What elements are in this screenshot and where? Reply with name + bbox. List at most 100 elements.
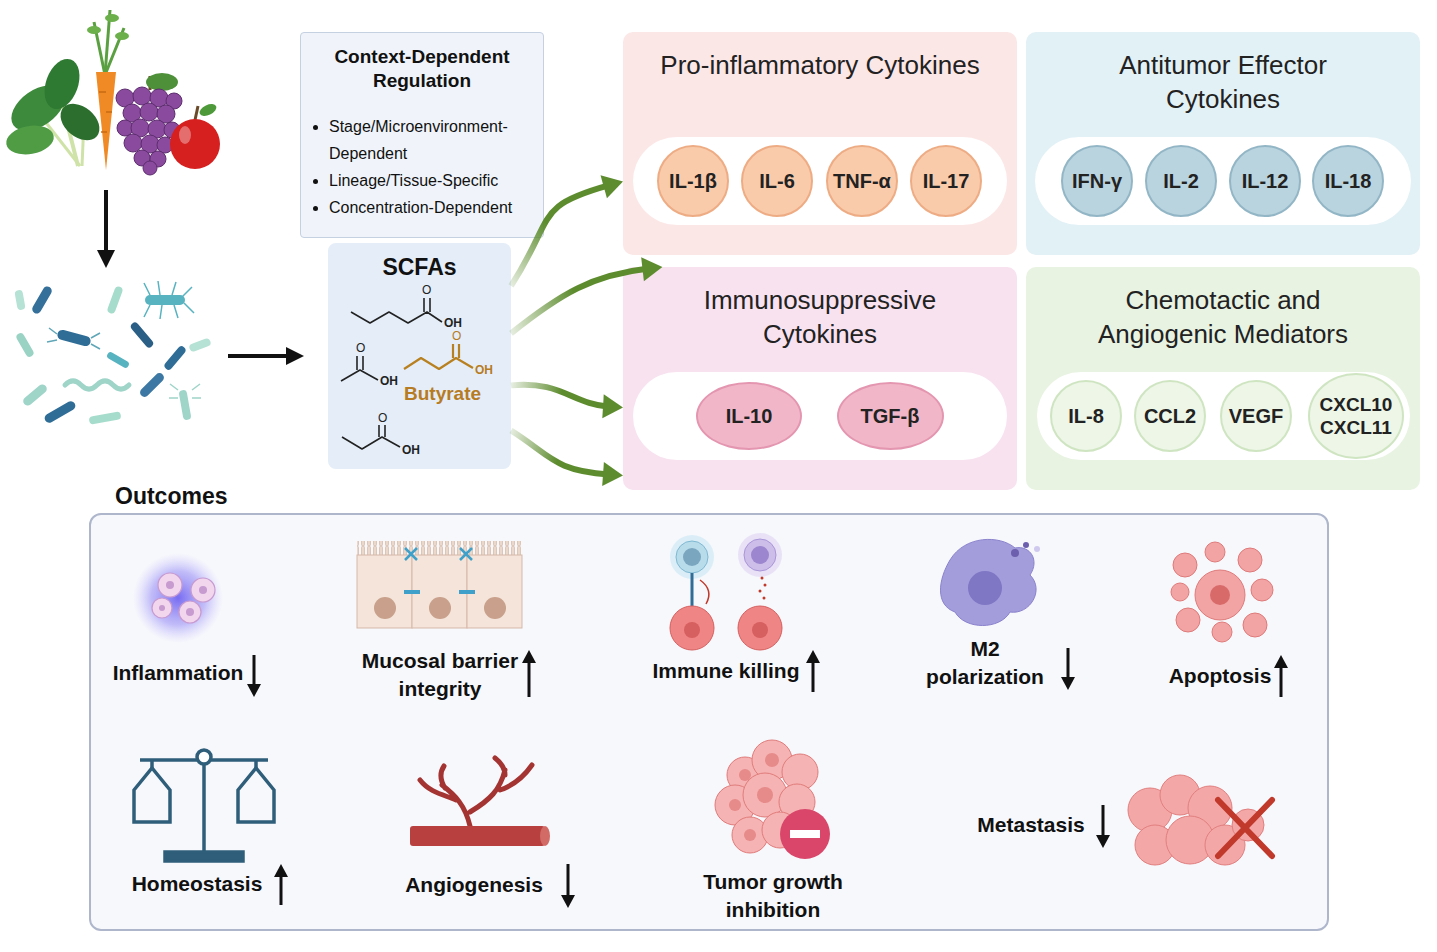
- vegetables-illustration: [101, 131, 107, 133]
- panel-title: Immunosuppressive Cytokines: [660, 283, 980, 351]
- cytokine-circle: IL-6: [741, 145, 813, 217]
- vegetables-illustration: [198, 102, 219, 119]
- cytokine-name: IL-18: [1325, 169, 1372, 193]
- vegetables-illustration: [124, 134, 142, 152]
- category-panel: Immunosuppressive CytokinesIL-10 TGF-β: [623, 267, 1017, 490]
- note-box: Context-Dependent RegulationStage/Microe…: [300, 32, 544, 238]
- atom-label: OH: [444, 316, 462, 331]
- vegetables-illustration: [143, 161, 157, 175]
- bacteria-illustration: [138, 371, 166, 399]
- bacteria-illustration: [65, 381, 129, 389]
- vegetables-illustration: [115, 32, 129, 40]
- panel-title: Chemotactic and Angiogenic Mediators: [1063, 283, 1383, 351]
- flow-connector: [511, 431, 623, 486]
- flow-arrow: [97, 190, 304, 365]
- cytokine-circle: IL-2: [1145, 145, 1217, 217]
- bacteria-illustration: [188, 337, 211, 352]
- atom-label: OH: [402, 443, 420, 458]
- cytokine-circle: IL-8: [1050, 380, 1122, 452]
- category-panel: Chemotactic and Angiogenic MediatorsIL-8…: [1026, 267, 1420, 490]
- bacteria-illustration: [89, 411, 122, 424]
- vegetables-illustration: [148, 120, 166, 138]
- outcome-label: Mucosal barrier integrity: [350, 647, 530, 703]
- cytokine-circle: IL-1β: [657, 145, 729, 217]
- flow-arrow: [97, 250, 115, 268]
- bacteria-illustration: [43, 400, 77, 425]
- vegetables-illustration: [149, 76, 152, 90]
- vegetables-illustration: [105, 14, 119, 22]
- vegetables-illustration: [94, 22, 105, 75]
- section-heading: Outcomes: [115, 483, 227, 510]
- outcome-label: Metastasis: [971, 811, 1091, 839]
- vegetables-illustration: [195, 106, 198, 120]
- cytokine-circle: CCL2: [1134, 380, 1206, 452]
- bacteria-illustration: [106, 351, 130, 369]
- vegetables-illustration: [105, 28, 124, 75]
- vegetables-illustration: [106, 111, 112, 113]
- vegetables-illustration: [87, 26, 101, 34]
- vegetables-illustration: [150, 151, 166, 167]
- cytokine-name: IL-1β: [669, 169, 717, 193]
- flow-arrow: [286, 347, 304, 365]
- bacteria-illustration: [47, 328, 100, 349]
- category-panel: Pro-inflammatory CytokinesIL-1βIL-6TNF-α…: [623, 32, 1017, 255]
- vegetables-illustration: [131, 119, 149, 137]
- vegetables-illustration: [164, 122, 180, 138]
- cytokine-name: VEGF: [1229, 404, 1283, 428]
- bacteria-illustration: [129, 321, 154, 349]
- box-title: Context-Dependent Regulation: [311, 45, 533, 93]
- category-panel: Antitumor Effector CytokinesIFN-γIL-2IL-…: [1026, 32, 1420, 255]
- arrow-head: [602, 394, 623, 418]
- bacteria-illustration: [169, 384, 201, 398]
- flow-connector: [511, 385, 623, 419]
- atom-label: OH: [380, 374, 398, 389]
- atom-label: O: [356, 341, 365, 356]
- cytokine-name: IL-8: [1068, 404, 1104, 428]
- vegetables-illustration: [133, 87, 151, 105]
- cytokine-circle: IL-12: [1229, 145, 1301, 217]
- vegetables-illustration: [123, 104, 141, 122]
- vegetables-illustration: [105, 10, 110, 75]
- cytokine-name: TNF-α: [833, 169, 891, 193]
- vegetables-illustration: [3, 76, 73, 140]
- vegetables-illustration: [179, 126, 191, 144]
- vegetables-illustration: [116, 89, 134, 107]
- vegetables-illustration: [82, 120, 84, 166]
- arrow-head: [602, 462, 623, 486]
- vegetables-illustration: [116, 87, 182, 175]
- bacteria-illustration: [163, 345, 187, 372]
- cytokine-name: TGF-β: [861, 404, 920, 428]
- bacteria-illustration: [14, 289, 25, 310]
- atom-label: O: [452, 329, 461, 344]
- outcome-label: Apoptosis: [1160, 662, 1280, 690]
- cytokine-name: IL-6: [759, 169, 795, 193]
- vegetables-illustration: [40, 115, 80, 166]
- cytokine-circle: IL-18: [1312, 145, 1384, 217]
- outcome-label: Inflammation: [93, 659, 263, 687]
- vegetables-illustration: [140, 103, 158, 121]
- bullet-item: Concentration-Dependent: [329, 194, 537, 221]
- outcome-label: Immune killing: [641, 657, 811, 685]
- cytokine-name: IL-2: [1163, 169, 1199, 193]
- bacteria-illustration: [15, 332, 35, 359]
- box-title: SCFAs: [328, 253, 511, 281]
- vegetables-illustration: [157, 105, 175, 123]
- outcome-label: Tumor growth inhibition: [693, 868, 853, 924]
- vegetables-illustration: [38, 54, 86, 114]
- outcome-label: Angiogenesis: [394, 871, 554, 899]
- metabolite-box: SCFAsOOHOOHOOHButyrateOOH: [328, 243, 511, 469]
- bacteria-illustration: [106, 285, 123, 314]
- bacteria-illustration: [145, 295, 185, 305]
- vegetables-illustration: [170, 119, 220, 169]
- bacteria-illustration: [178, 390, 191, 421]
- vegetables-illustration: [150, 89, 168, 107]
- vegetables-illustration: [54, 96, 107, 147]
- cytokine-name: CXCL10 CXCL11: [1318, 393, 1394, 439]
- outcome-label: Homeostasis: [122, 870, 272, 898]
- cytokine-name: IL-10: [726, 404, 773, 428]
- flow-arrow: [228, 354, 288, 358]
- vegetables-illustration: [4, 122, 56, 158]
- bullet-item: Stage/Microenvironment-Dependent: [329, 113, 537, 167]
- cytokine-circle: TGF-β: [837, 382, 944, 450]
